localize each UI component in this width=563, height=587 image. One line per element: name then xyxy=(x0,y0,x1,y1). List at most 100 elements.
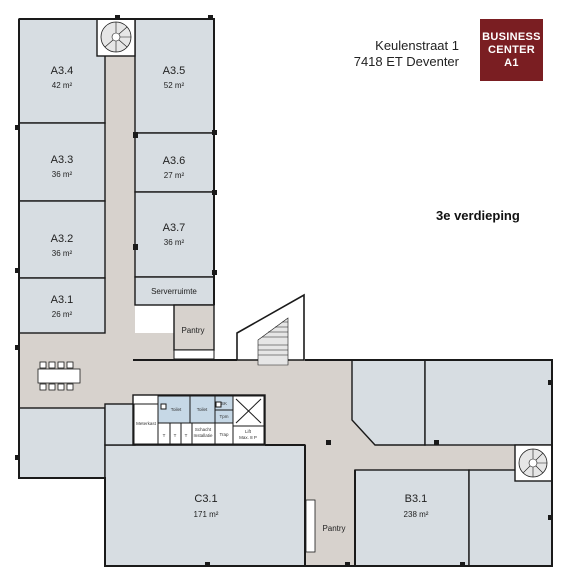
chair xyxy=(39,361,47,369)
sk-label: SK xyxy=(221,401,227,406)
room-a32-name: A3.2 xyxy=(51,233,74,245)
room-b31-name: B3.1 xyxy=(405,493,428,505)
column xyxy=(326,440,331,445)
column xyxy=(15,268,20,273)
staircase-top-core xyxy=(111,32,121,42)
chair xyxy=(48,383,56,391)
serverruimte-label: Serverruimte xyxy=(151,287,197,296)
chair xyxy=(39,383,47,391)
columns xyxy=(15,15,553,567)
room-c31-area: 171 m² xyxy=(194,510,219,519)
column xyxy=(212,130,217,135)
wall-west-outer xyxy=(19,18,215,305)
room-c31-name: C3.1 xyxy=(194,493,217,505)
address-block: Keulenstraat 1 7418 ET Deventer xyxy=(354,38,459,70)
column xyxy=(212,270,217,275)
schacht-sub-label: Installatie xyxy=(193,433,213,438)
room-a34 xyxy=(18,18,106,124)
column xyxy=(15,345,20,350)
walls xyxy=(18,18,553,567)
column xyxy=(205,562,210,567)
lift-cross-2 xyxy=(235,398,262,424)
pantry-top-label: Pantry xyxy=(181,326,204,335)
staircase-east-steps xyxy=(522,449,547,477)
room-a32-area: 36 m² xyxy=(52,249,73,258)
room-c31 xyxy=(104,444,306,567)
room-a33-area: 36 m² xyxy=(52,170,73,179)
column xyxy=(115,15,120,20)
column xyxy=(548,380,553,385)
service-core xyxy=(132,394,266,446)
table-top xyxy=(37,368,81,384)
room-a35-name: A3.5 xyxy=(163,65,186,77)
business-center-logo: BUSINESS CENTER A1 xyxy=(480,19,543,81)
room-b-north-west xyxy=(351,359,426,446)
chair xyxy=(48,361,56,369)
column xyxy=(345,562,350,567)
room-a37 xyxy=(134,191,215,278)
schacht-label: Schacht xyxy=(195,427,212,432)
room-labels: A3.4 42 m² A3.5 52 m² A3.3 36 m² A3.6 27… xyxy=(51,65,429,533)
tc-label-1: T xyxy=(163,433,166,438)
pantry-bottom-label: Pantry xyxy=(322,524,345,533)
room-pantry-top xyxy=(173,304,215,351)
logo-line1: BUSINESS xyxy=(482,30,541,43)
stair-tower-center xyxy=(236,293,305,366)
room-sw xyxy=(18,407,106,479)
column xyxy=(133,132,138,138)
room-b-south-east xyxy=(468,469,553,567)
rooms xyxy=(18,18,553,567)
room-a31-area: 26 m² xyxy=(52,310,73,319)
stair-tower-inner xyxy=(257,317,289,366)
column xyxy=(434,440,439,445)
column xyxy=(15,455,20,460)
pantry-bottom-counter xyxy=(305,499,316,553)
column xyxy=(133,244,138,250)
room-serverruimte xyxy=(134,276,215,306)
toilet2-label: Toilet xyxy=(197,407,208,412)
corridor-east-horizontal xyxy=(355,445,515,470)
room-c31-upper xyxy=(104,403,136,446)
tc-label-3: T xyxy=(185,433,188,438)
address-city: 7418 ET Deventer xyxy=(353,54,459,69)
chair xyxy=(66,383,74,391)
pantry-top-counter xyxy=(173,349,215,360)
trap-label: Trap xyxy=(219,432,229,437)
chair xyxy=(66,361,74,369)
room-b31-area: 238 m² xyxy=(404,510,429,519)
sink-1 xyxy=(160,403,167,410)
room-a33-name: A3.3 xyxy=(51,154,74,166)
room-a36-area: 27 m² xyxy=(164,171,185,180)
room-b31 xyxy=(354,469,470,567)
room-b-north-east xyxy=(424,359,553,446)
trap-room xyxy=(214,422,234,445)
stair-tower-steps xyxy=(258,321,288,356)
room-a35-area: 52 m² xyxy=(164,81,185,90)
tpm-label: Tpm xyxy=(220,414,229,419)
corridor-middle-right xyxy=(265,395,305,445)
room-a37-name: A3.7 xyxy=(163,222,186,234)
room-a37-area: 36 m² xyxy=(164,238,185,247)
column xyxy=(208,15,213,20)
staircase-top xyxy=(96,18,136,57)
logo-line3: A1 xyxy=(504,56,519,69)
room-a31 xyxy=(18,277,106,334)
chair xyxy=(57,383,65,391)
room-a35 xyxy=(134,18,215,134)
column xyxy=(15,125,20,130)
address-street: Keulenstraat 1 xyxy=(375,38,459,53)
staircase-east xyxy=(514,444,553,482)
corridor-west-vertical xyxy=(105,56,135,356)
wall-west-left xyxy=(18,19,553,567)
column xyxy=(212,190,217,195)
staircase-east-core xyxy=(528,458,538,468)
meeting-table xyxy=(37,361,81,391)
meterkast-label: Meterkast xyxy=(136,421,157,426)
floor-label: 3e verdieping xyxy=(436,208,520,223)
sink-2 xyxy=(215,401,222,408)
chair xyxy=(57,361,65,369)
column xyxy=(460,562,465,567)
room-a36-name: A3.6 xyxy=(163,155,186,167)
meterkast-room xyxy=(133,403,159,445)
